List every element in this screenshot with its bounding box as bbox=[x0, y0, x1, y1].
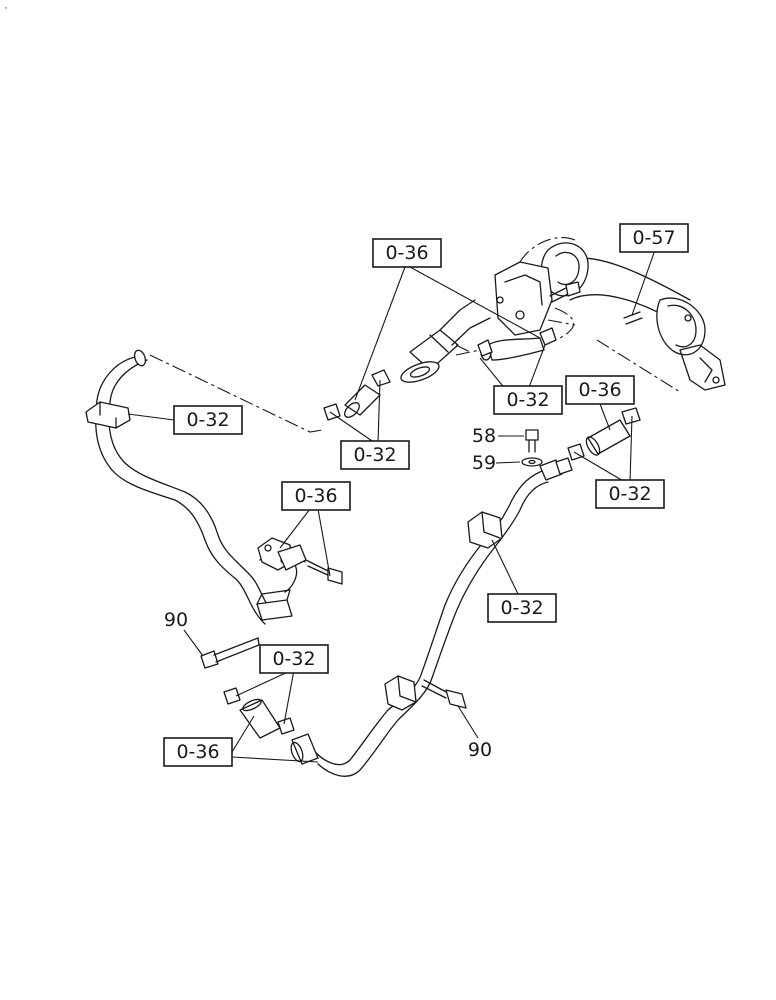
part-59-label: 59 bbox=[472, 452, 496, 474]
leader-lines bbox=[127, 249, 656, 763]
callout-0-36-flange: 0-36 bbox=[281, 481, 351, 511]
callout-0-57: 0-57 bbox=[619, 223, 689, 253]
svg-text:0-32: 0-32 bbox=[186, 409, 229, 431]
egr-pipe-left bbox=[85, 349, 306, 625]
part-58-label: 58 bbox=[472, 425, 496, 447]
callout-0-32-mid: 0-32 bbox=[340, 440, 410, 470]
svg-text:0-32: 0-32 bbox=[272, 648, 315, 670]
svg-text:0-32: 0-32 bbox=[353, 444, 396, 466]
egr-pipe-right bbox=[290, 457, 573, 777]
bolt-58 bbox=[525, 429, 539, 453]
callout-0-32-left: 0-32 bbox=[173, 405, 243, 435]
svg-text:0-36: 0-36 bbox=[385, 242, 428, 264]
svg-text:0-57: 0-57 bbox=[632, 227, 675, 249]
part-90-right-label: 90 bbox=[468, 739, 492, 761]
corner-mark: . bbox=[4, 1, 7, 12]
svg-text:0-32: 0-32 bbox=[506, 389, 549, 411]
egr-cooler bbox=[400, 237, 726, 393]
callout-0-32-upper-right: 0-32 bbox=[493, 385, 563, 415]
callout-0-32-pipe: 0-32 bbox=[487, 593, 557, 623]
svg-text:0-32: 0-32 bbox=[500, 597, 543, 619]
svg-text:0-36: 0-36 bbox=[176, 741, 219, 763]
callout-0-36-bottom: 0-36 bbox=[163, 737, 233, 767]
connection-lines bbox=[149, 307, 575, 433]
callout-0-32-bottom: 0-32 bbox=[259, 644, 329, 674]
bolt-90-right bbox=[421, 679, 467, 709]
washer-59 bbox=[521, 457, 543, 467]
svg-text:0-32: 0-32 bbox=[608, 483, 651, 505]
callout-0-32-right: 0-32 bbox=[595, 479, 665, 509]
svg-text:0-36: 0-36 bbox=[294, 485, 337, 507]
bolt-90-left bbox=[200, 637, 260, 669]
svg-text:0-36: 0-36 bbox=[578, 379, 621, 401]
hose-bottom bbox=[223, 687, 295, 739]
callout-0-36-right: 0-36 bbox=[565, 375, 635, 405]
part-90-left-label: 90 bbox=[164, 609, 188, 631]
callout-0-36-top: 0-36 bbox=[372, 238, 442, 268]
gasket-flange bbox=[257, 537, 343, 585]
